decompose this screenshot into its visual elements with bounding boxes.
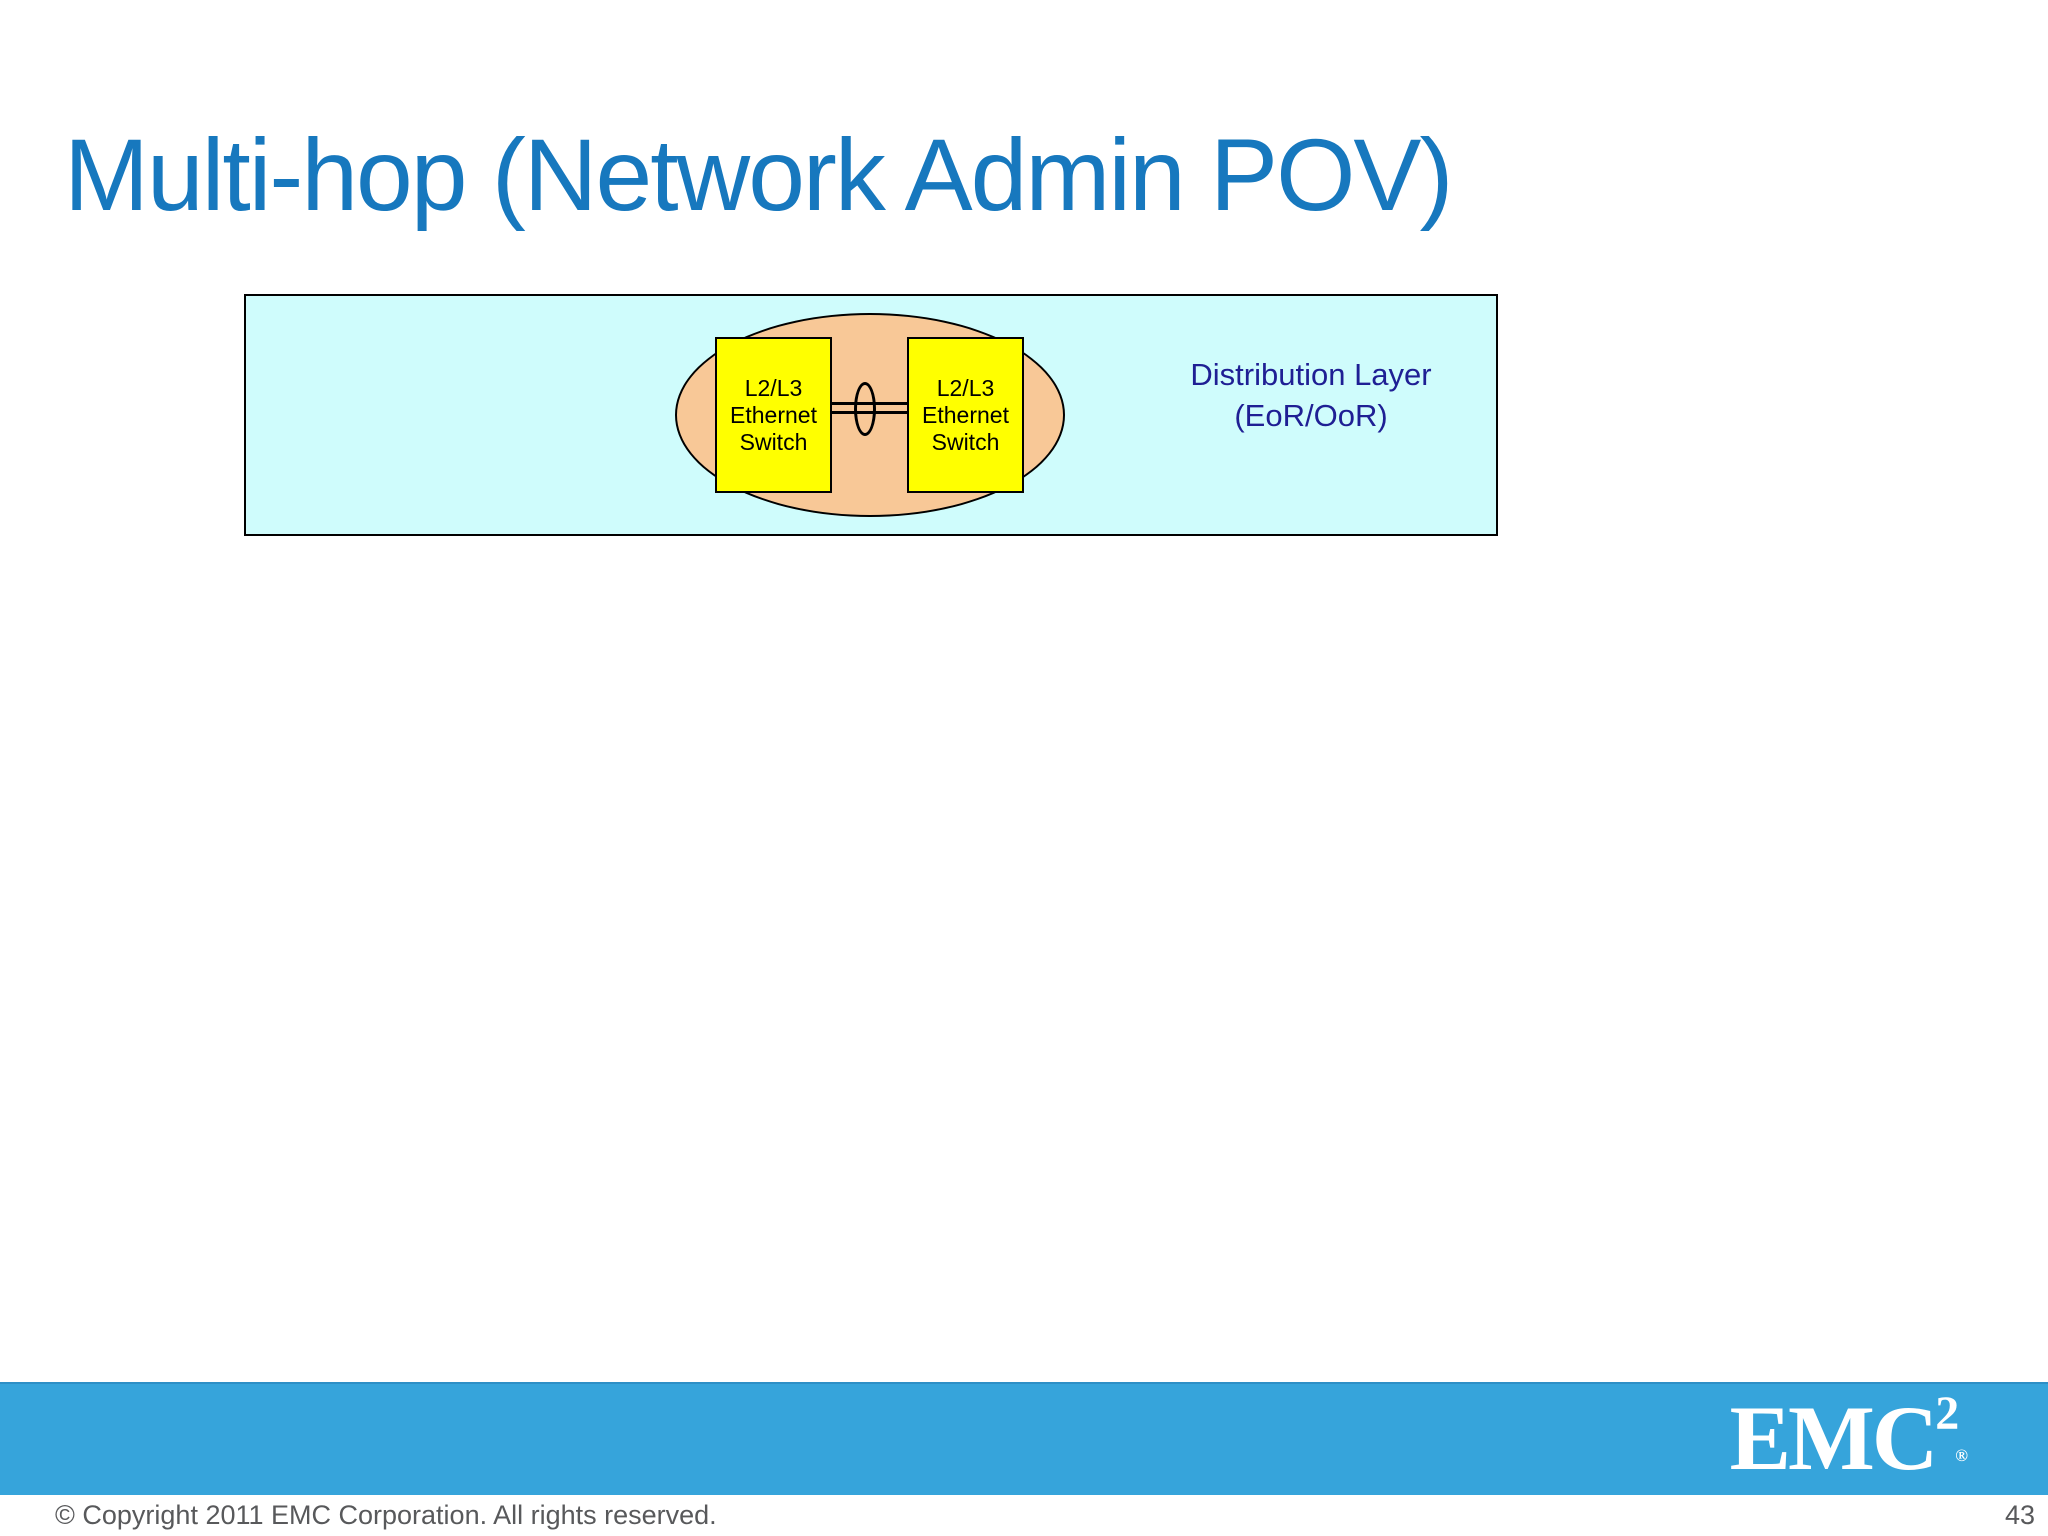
footer-strip: © Copyright 2011 EMC Corporation. All ri… [0, 1495, 2048, 1536]
page-number: 43 [2004, 1500, 2035, 1530]
switch-label-line: Ethernet [730, 401, 817, 428]
switch-label-line: L2/L3 [744, 374, 803, 401]
switch-label-line: Switch [739, 428, 808, 455]
distribution-layer-label: Distribution Layer (EoR/OoR) [1146, 354, 1476, 436]
distribution-layer-label-line2: (EoR/OoR) [1234, 398, 1388, 433]
switch-label-line: L2/L3 [936, 374, 995, 401]
copyright-text: © Copyright 2011 EMC Corporation. All ri… [55, 1500, 717, 1530]
distribution-layer-band: L2/L3 Ethernet Switch L2/L3 Ethernet Swi… [244, 294, 1498, 536]
link-aggregation-oval-icon [854, 382, 876, 436]
emc-logo: EMC2® [1730, 1390, 1972, 1485]
ethernet-switch-right: L2/L3 Ethernet Switch [907, 337, 1024, 493]
footer-bar: EMC2 ® [0, 1382, 2048, 1495]
switch-label-line: Ethernet [922, 401, 1009, 428]
emc-logo-text: EMC [1729, 1387, 1939, 1489]
emc-logo-registered-icon: ® [1955, 1446, 1968, 1465]
switch-label-line: Switch [931, 428, 1000, 455]
slide-title: Multi-hop (Network Admin POV) [64, 118, 1453, 232]
emc-logo-exponent: 2 [1935, 1387, 1960, 1440]
distribution-layer-label-line1: Distribution Layer [1190, 357, 1432, 392]
ethernet-switch-left: L2/L3 Ethernet Switch [715, 337, 832, 493]
